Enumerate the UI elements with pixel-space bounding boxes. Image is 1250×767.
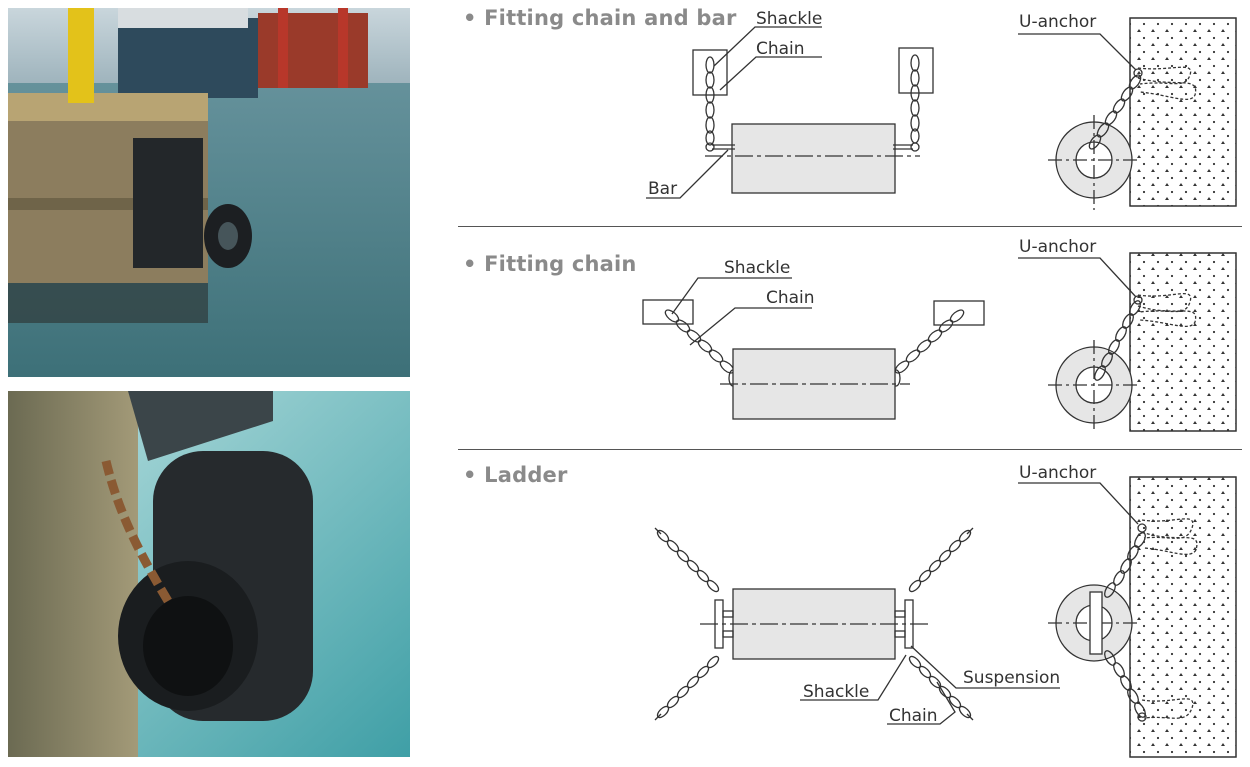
fitting-chain-drawing	[642, 277, 985, 420]
label-suspension: Suspension	[963, 668, 1061, 688]
fitting-chain-bar-drawing	[646, 26, 934, 199]
u-anchor-upper-chain	[1104, 532, 1146, 598]
left-suspension	[714, 599, 724, 649]
u-anchor-side-view-3	[1018, 476, 1237, 758]
label-chain: Chain	[756, 39, 805, 59]
section-divider	[458, 449, 1242, 450]
lower-left-chain	[656, 655, 720, 719]
label-shackle: Shackle	[756, 9, 823, 29]
left-chain	[705, 56, 715, 152]
section-divider	[458, 226, 1242, 227]
label-u-anchor: U-anchor	[1019, 237, 1097, 257]
ladder-drawing	[654, 527, 1060, 725]
label-bar: Bar	[648, 179, 678, 199]
u-anchor-lower-chain	[1104, 650, 1146, 718]
label-shackle: Shackle	[803, 682, 870, 702]
left-mounting-plate	[692, 49, 728, 96]
label-u-anchor: U-anchor	[1019, 463, 1097, 483]
label-u-anchor: U-anchor	[1019, 12, 1097, 32]
u-anchor-chain-2	[1094, 300, 1141, 381]
right-suspension	[904, 599, 914, 649]
upper-right-chain	[908, 529, 972, 593]
right-chain	[891, 309, 965, 387]
section-title-fitting-chain-and-bar: • Fitting chain and bar	[463, 6, 737, 30]
left-chain	[664, 309, 738, 387]
cylindrical-fender-closeup-photo	[8, 391, 410, 757]
u-anchor-chain-1	[1088, 74, 1142, 150]
section-title-fitting-chain: • Fitting chain	[463, 252, 637, 276]
fender-body	[731, 123, 896, 194]
label-chain: Chain	[766, 288, 815, 308]
section-title-ladder: • Ladder	[463, 463, 568, 487]
u-anchor-side-view-2	[1018, 252, 1237, 432]
left-mounting-plate	[642, 299, 694, 325]
label-chain: Chain	[889, 706, 938, 726]
right-chain	[910, 54, 920, 152]
label-shackle: Shackle	[724, 258, 791, 278]
pier-fenders-photo	[8, 8, 410, 377]
right-mounting-plate	[898, 47, 934, 94]
u-anchor-side-view-1	[1018, 17, 1237, 210]
right-mounting-plate	[933, 300, 985, 326]
upper-left-chain	[656, 529, 720, 593]
